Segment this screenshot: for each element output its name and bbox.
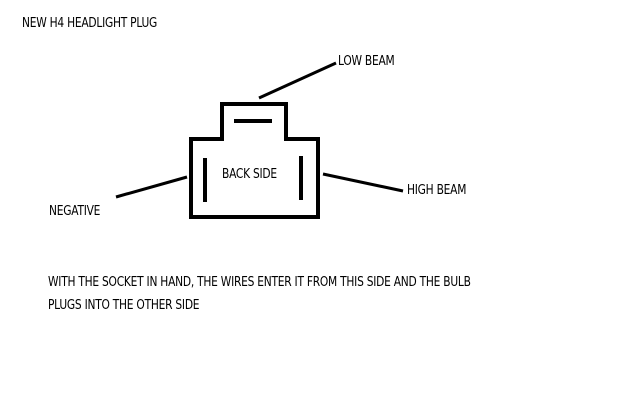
back-side-label: BACK SIDE [222, 167, 277, 182]
low-beam-leader [258, 61, 337, 100]
note-line-2: PLUGS INTO THE OTHER SIDE [48, 298, 200, 313]
instruction-note: WITH THE SOCKET IN HAND, THE WIRES ENTER… [48, 271, 471, 317]
negative-label: NEGATIVE [49, 204, 101, 219]
note-line-1: WITH THE SOCKET IN HAND, THE WIRES ENTER… [48, 275, 471, 290]
high-beam-leader [322, 172, 404, 193]
negative-leader [115, 175, 188, 199]
low-beam-label: LOW BEAM [338, 54, 395, 69]
high-beam-label: HIGH BEAM [407, 183, 467, 198]
plug-outline [189, 102, 320, 219]
page-title: NEW H4 HEADLIGHT PLUG [22, 16, 158, 31]
